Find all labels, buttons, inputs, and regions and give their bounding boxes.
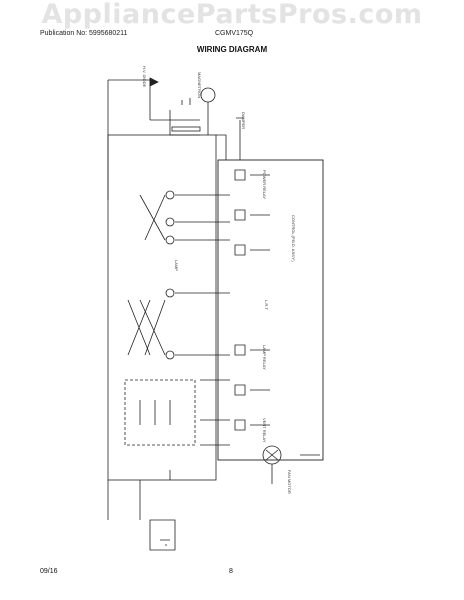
label-lamp-relay: LAMP RELAY <box>262 345 267 370</box>
label-lamp: LAMP <box>174 260 179 271</box>
footer-date: 09/16 <box>40 568 58 575</box>
watermark: AppliancePartsPros.com <box>41 0 423 30</box>
label-magnetron: MAGNETRON <box>197 72 202 98</box>
footer-page-number: 8 <box>229 568 233 575</box>
label-damper: DAMPER <box>241 112 246 129</box>
label-fan-motor: FAN MOTOR <box>287 470 292 494</box>
label-vent-relay: VENT RELAY <box>262 418 267 443</box>
label-control: CONTROL (P.B.D. ASS'Y) <box>291 215 296 262</box>
page-title: WIRING DIAGRAM <box>196 45 268 54</box>
label-lrt: L.R.T <box>264 300 269 310</box>
model-number: CGMV175Q <box>215 30 254 37</box>
label-power-relay: POWER RELAY <box>262 170 267 199</box>
label-hv-diode: H.V. DIODE <box>142 66 147 88</box>
publication-number: Publication No: 5995680211 <box>40 30 128 37</box>
